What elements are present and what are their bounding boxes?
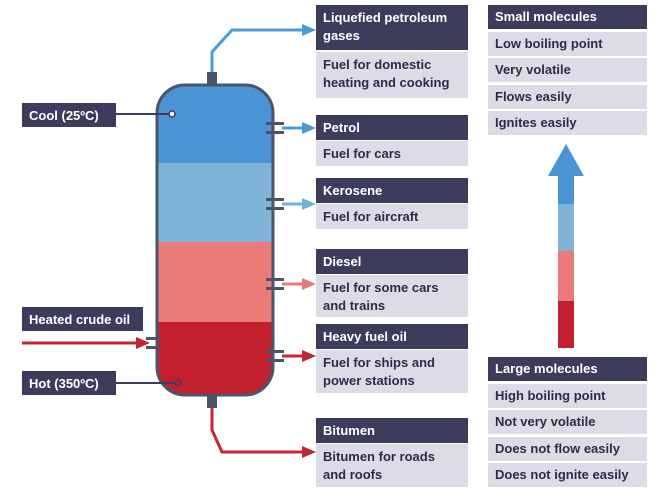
crude-oil-inlet-arrowhead — [136, 337, 150, 349]
column-zones — [157, 85, 273, 395]
arrow-band-pink — [558, 251, 574, 301]
small-molecules-heading: Small molecules — [488, 5, 647, 29]
hot-label: Hot (350ºC) — [22, 371, 116, 395]
cool-label: Cool (25ºC) — [22, 103, 116, 127]
large-molecules-panel: Large molecules High boiling point Not v… — [488, 357, 647, 490]
fraction-kerosene-use: Fuel for aircraft — [316, 204, 468, 229]
zone-upper-middle — [157, 163, 273, 242]
heated-crude-oil-label: Heated crude oil — [22, 307, 143, 331]
large-molecules-property: Does not flow easily — [488, 436, 647, 461]
zone-lower-middle — [157, 242, 273, 322]
large-molecules-property: Not very volatile — [488, 410, 647, 434]
petrol-arrowhead — [302, 122, 316, 134]
molecule-size-arrow — [548, 144, 584, 348]
large-molecules-property: Does not ignite easily — [488, 463, 647, 487]
hot-pointer-dot — [174, 379, 182, 387]
fraction-bitumen-use: Bitumen for roads and roofs — [316, 444, 468, 487]
diesel-arrowhead — [302, 278, 316, 290]
arrow-band-red — [558, 301, 574, 348]
heated-crude-oil-label-text: Heated crude oil — [29, 312, 131, 327]
cool-label-text: Cool (25ºC) — [29, 108, 99, 123]
fraction-heavy-fuel-oil-name: Heavy fuel oil — [316, 324, 468, 349]
bottom-nozzle — [207, 394, 217, 408]
fraction-lpg-name: Liquefied petroleum gases — [316, 5, 468, 50]
top-nozzle — [207, 72, 217, 86]
fraction-heavy-fuel-oil-use: Fuel for ships and power stations — [316, 350, 468, 393]
kerosene-arrowhead — [302, 198, 316, 210]
heavy-fuel-oil-arrowhead — [302, 350, 316, 362]
small-molecules-property: Ignites easily — [488, 111, 647, 135]
hot-label-text: Hot (350ºC) — [29, 376, 99, 391]
small-molecules-property: Very volatile — [488, 58, 647, 82]
lpg-arrowhead — [302, 24, 316, 36]
fraction-lpg-use: Fuel for domestic heating and cooking — [316, 52, 468, 98]
fraction-diesel-name: Diesel — [316, 249, 468, 274]
zone-hot — [157, 322, 273, 395]
zone-cool — [157, 85, 273, 163]
fraction-petrol-use: Fuel for cars — [316, 141, 468, 166]
lpg-pipe — [210, 28, 302, 72]
small-molecules-panel: Small molecules Low boiling point Very v… — [488, 5, 647, 138]
fraction-bitumen-name: Bitumen — [316, 418, 468, 443]
arrow-band-light-blue — [558, 204, 574, 251]
small-molecules-property: Low boiling point — [488, 31, 647, 56]
arrow-head — [548, 144, 584, 176]
bitumen-pipe — [210, 408, 302, 454]
large-molecules-property: High boiling point — [488, 383, 647, 408]
small-molecules-property: Flows easily — [488, 84, 647, 109]
fraction-kerosene-name: Kerosene — [316, 178, 468, 203]
large-molecules-heading: Large molecules — [488, 357, 647, 381]
outlet-flanges — [146, 122, 284, 362]
fraction-petrol-name: Petrol — [316, 115, 468, 140]
cool-pointer-dot — [168, 110, 176, 118]
bitumen-arrowhead — [302, 446, 316, 458]
fraction-diesel-use: Fuel for some cars and trains — [316, 275, 468, 317]
arrow-band-blue — [558, 176, 574, 204]
